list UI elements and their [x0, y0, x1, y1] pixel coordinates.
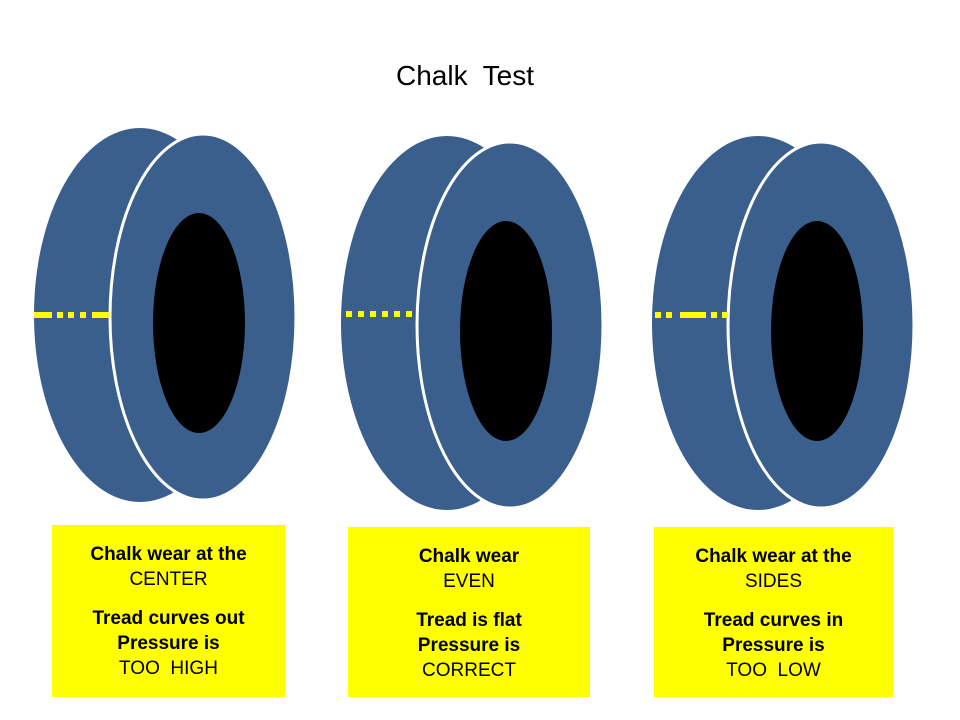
tire-hole — [460, 221, 552, 441]
caption-box-sides: Chalk wear at the SIDES Tread curves in … — [654, 527, 893, 697]
tire-hole — [771, 221, 863, 441]
pressure-label: Pressure is — [417, 635, 521, 656]
wear-line-2: EVEN — [443, 571, 495, 592]
tread-text: Tread curves out — [92, 608, 245, 629]
pressure-value: TOO HIGH — [119, 658, 218, 679]
tread-text: Tread curves in — [703, 610, 844, 631]
wear-line-2: SIDES — [744, 571, 803, 592]
caption-box-center: Chalk wear at the CENTER Tread curves ou… — [52, 525, 285, 697]
pressure-value: CORRECT — [422, 660, 516, 681]
tire-sides-wear — [652, 136, 916, 510]
wear-line-1: Chalk wear at the — [695, 546, 852, 567]
page-title: Chalk Test — [396, 60, 534, 91]
chalk-line-center-worn — [34, 312, 110, 318]
chalk-line-sides-worn — [655, 312, 728, 318]
tire-hole — [153, 213, 245, 433]
wear-line-1: Chalk wear — [418, 546, 520, 567]
pressure-label: Pressure is — [117, 633, 220, 654]
wear-line-1: Chalk wear at the — [90, 544, 247, 565]
tread-text: Tread is flat — [416, 610, 522, 631]
chalk-line-even — [346, 311, 412, 317]
tire-center-wear — [34, 128, 298, 502]
wear-line-2: CENTER — [129, 569, 208, 590]
pressure-value: TOO LOW — [726, 660, 821, 681]
caption-box-even: Chalk wear EVEN Tread is flat Pressure i… — [348, 527, 590, 697]
pressure-label: Pressure is — [722, 635, 825, 656]
tire-even-wear — [341, 136, 605, 510]
